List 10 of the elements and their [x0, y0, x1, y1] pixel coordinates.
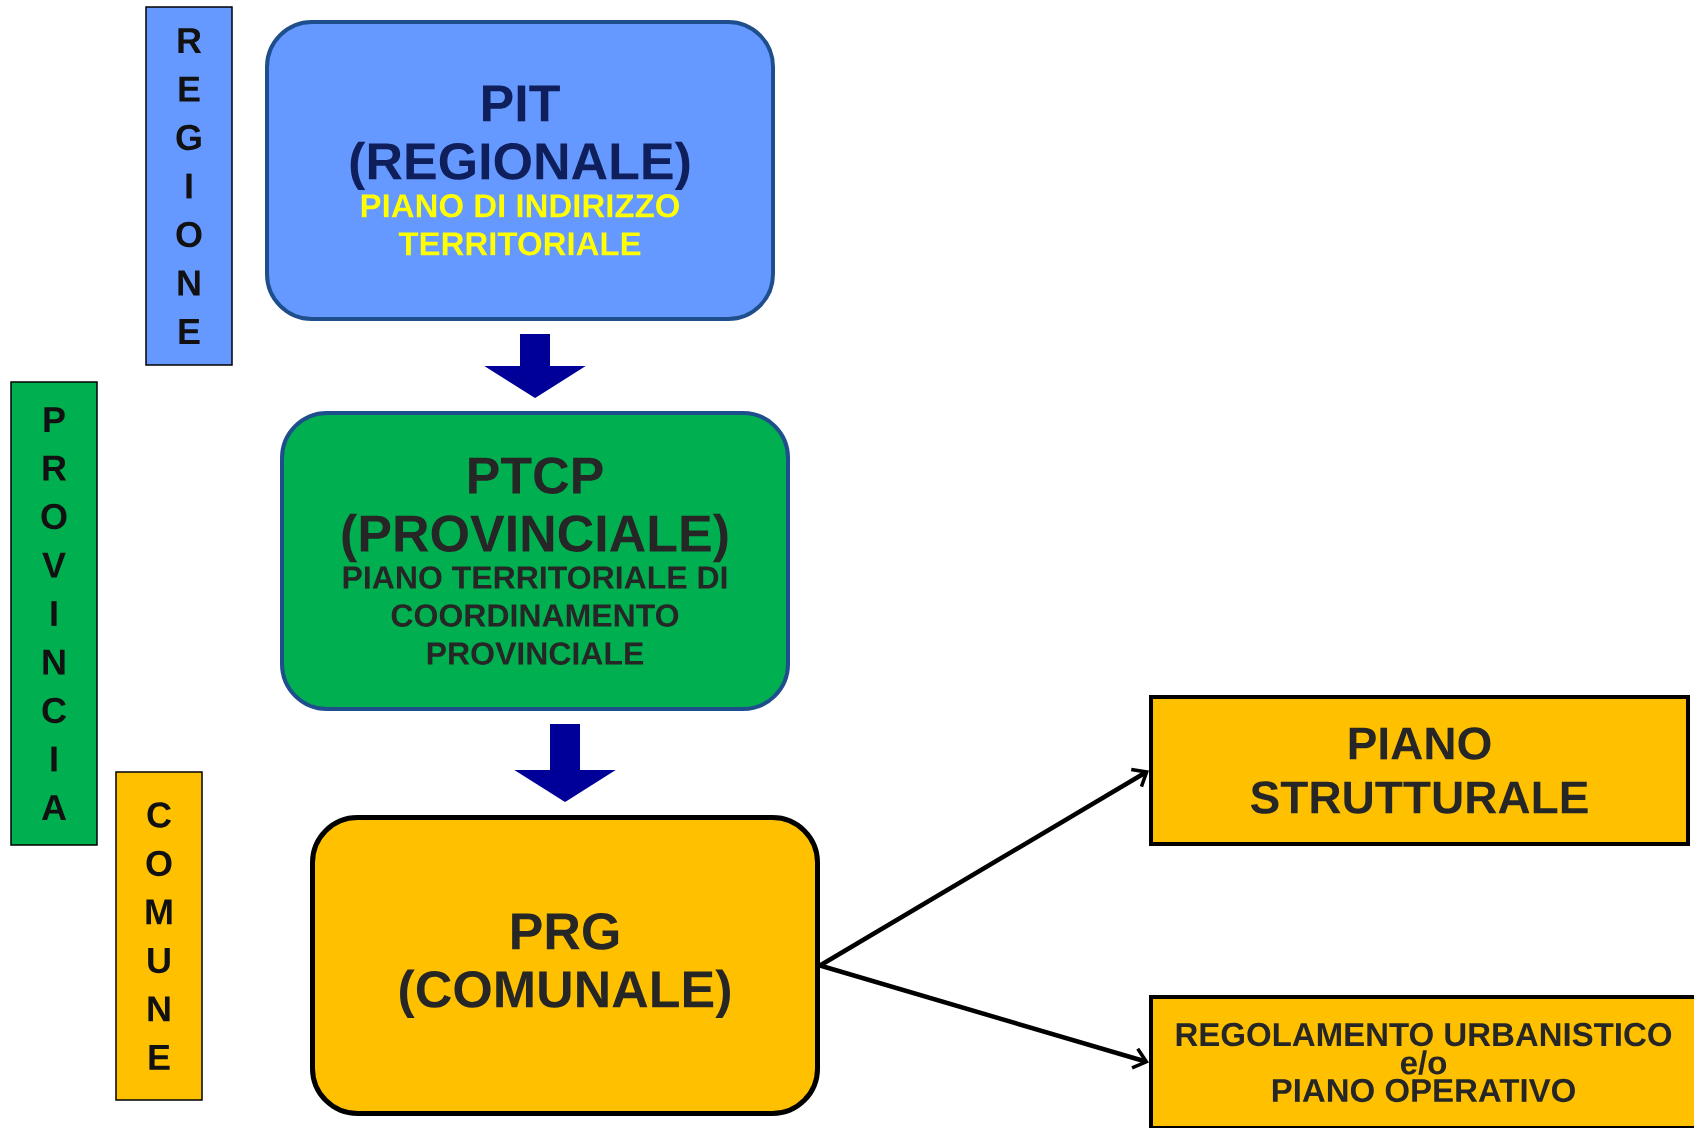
level-label-box: P R O V I N C I A [10, 381, 98, 846]
arrow [819, 963, 1149, 1070]
plan-box: PTCP (PROVINCIALE) PIANO TERRITORIALE DI COORDINAMENTO PROVINCIALE [280, 411, 790, 711]
document-box: REGOLAMENTO URBANISTICO e/o PIANO OPERATIVO [1149, 995, 1694, 1128]
plan-box: PIT (REGIONALE) PIANO DI INDIRIZZO TERRITORIALE [265, 20, 775, 321]
plan-box: PRG (COMUNALE) [310, 815, 820, 1116]
arrow [818, 767, 1149, 968]
level-label-box: C O M U N E [115, 771, 203, 1101]
document-box: PIANO STRUTTURALE [1149, 695, 1690, 846]
level-label-box: R E G I O N E [145, 6, 233, 366]
